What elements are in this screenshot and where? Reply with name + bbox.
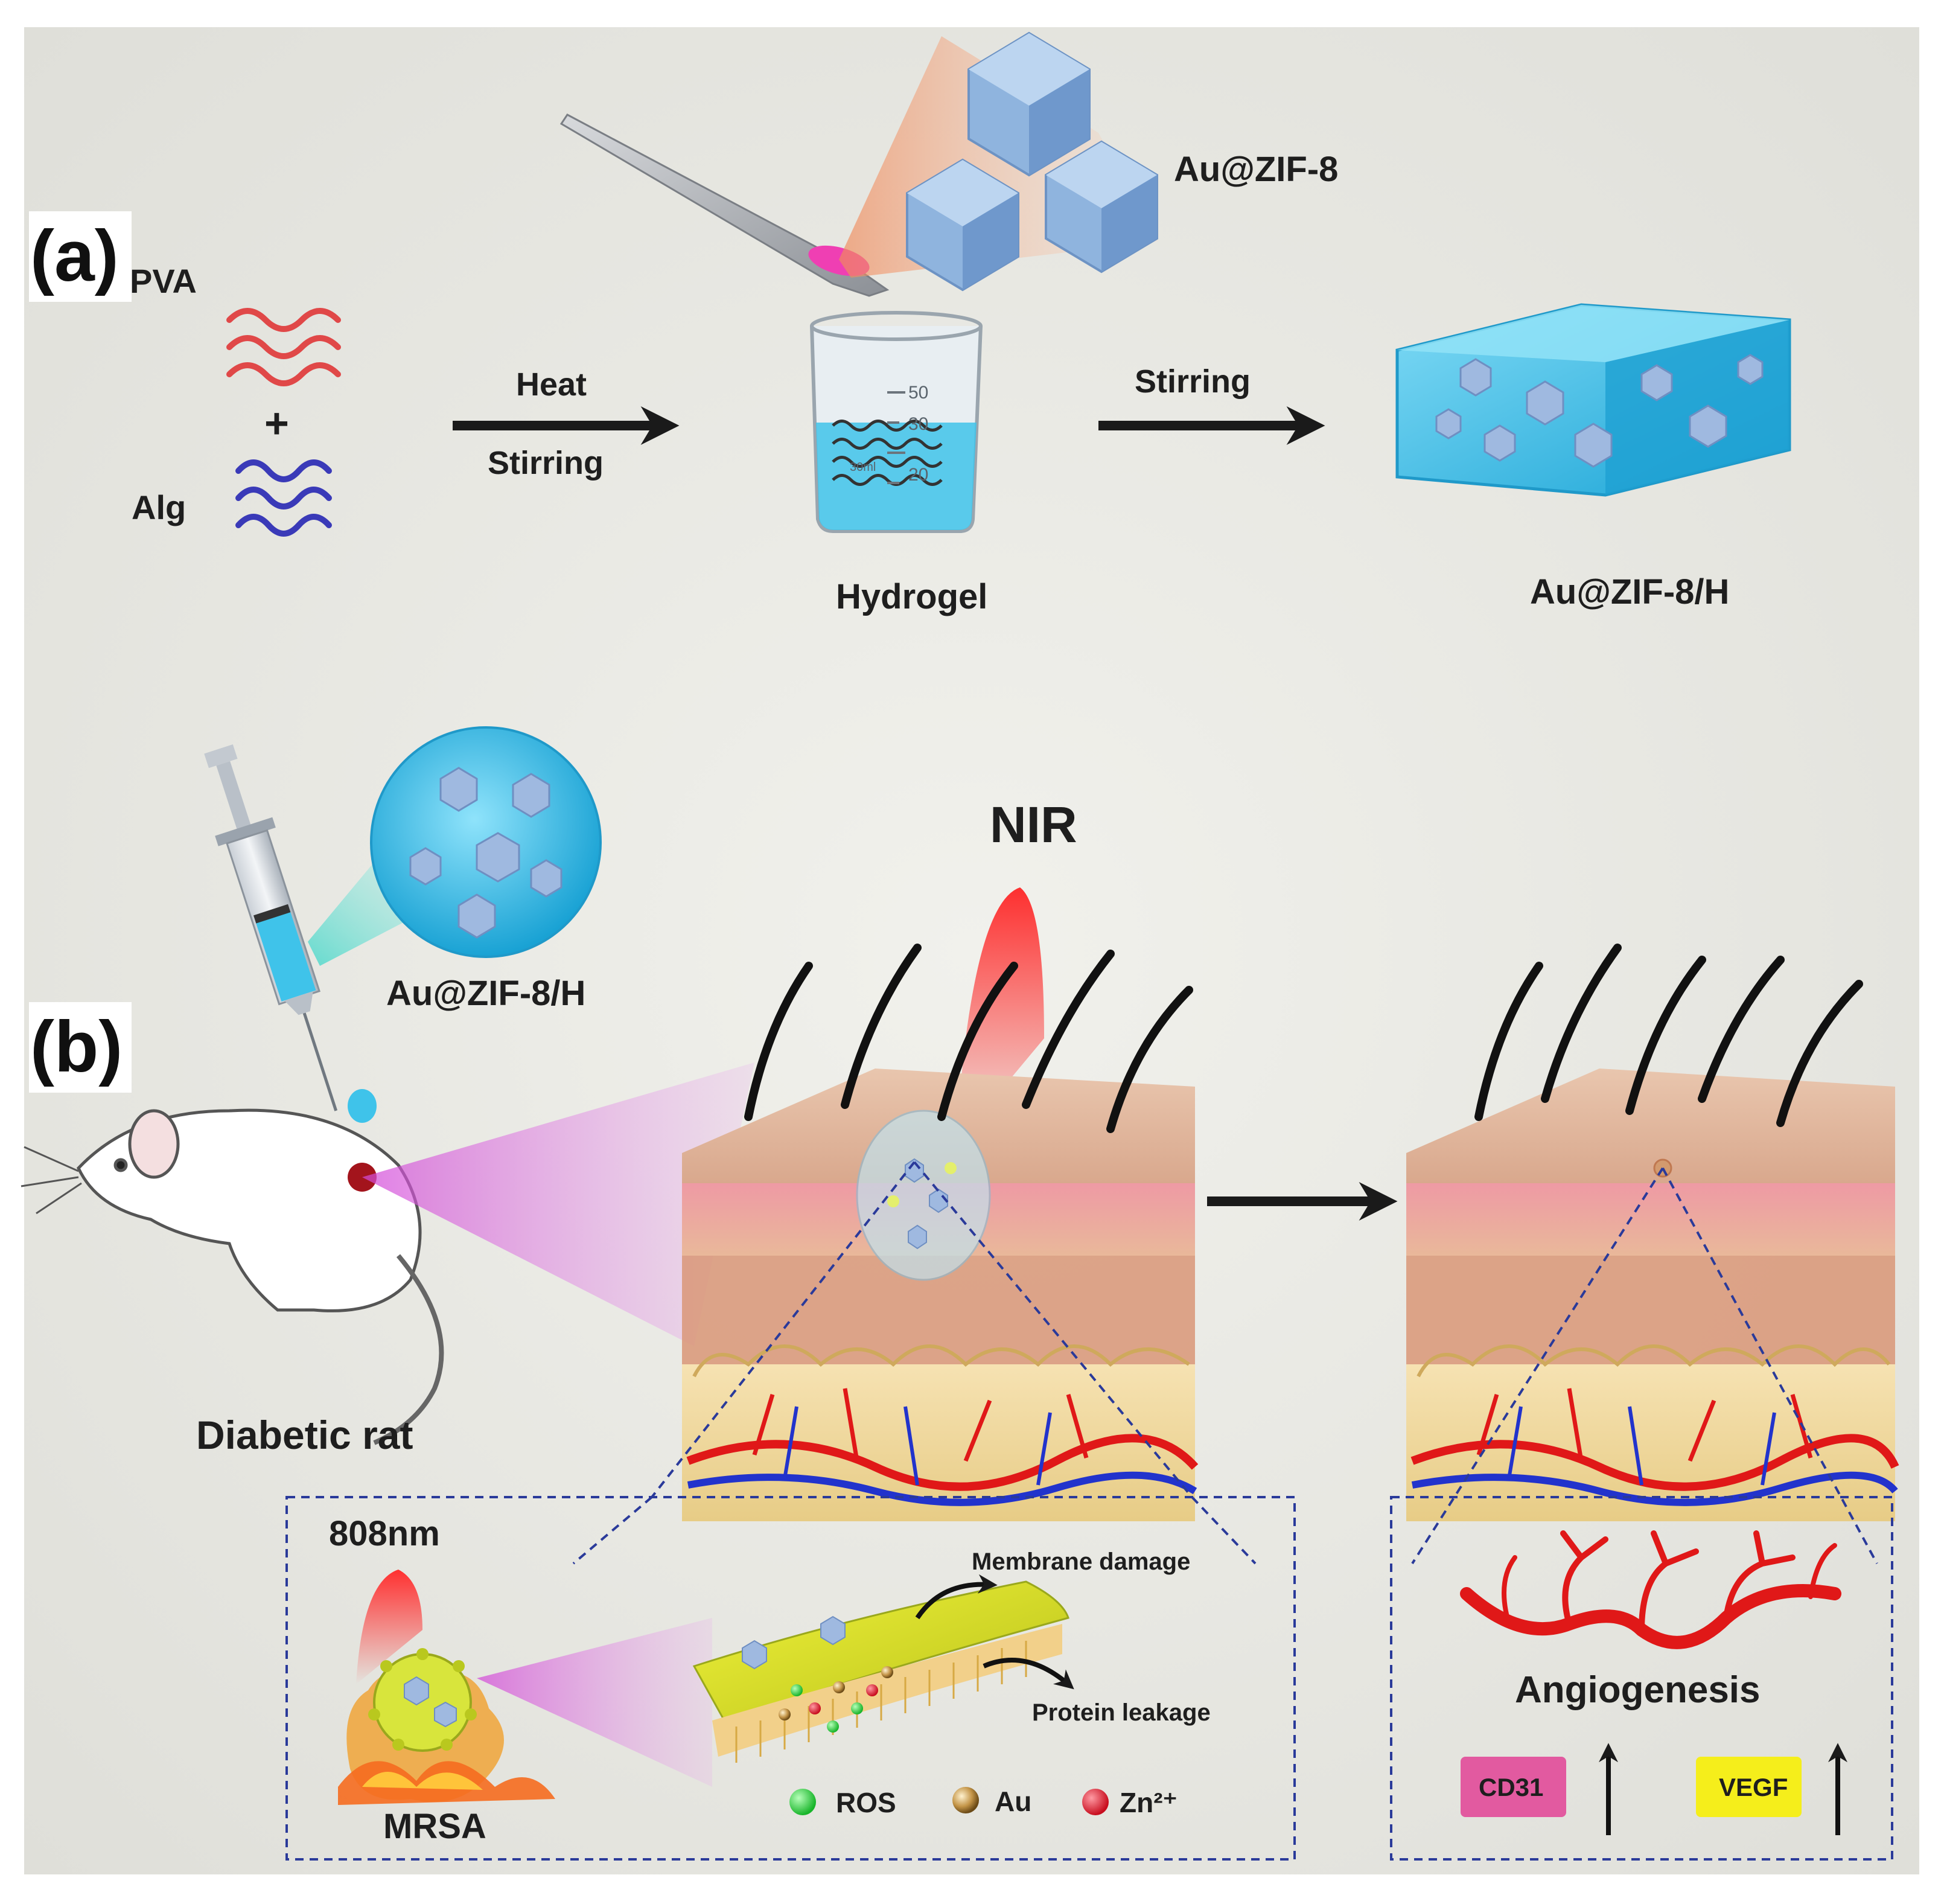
membrane-section [692,1580,1069,1763]
beaker-tick-30: 30 [908,414,928,434]
product-label: Au@ZIF-8/H [1530,572,1729,612]
laser-808-label: 808nm [329,1514,440,1553]
cd31-badge [1461,1757,1566,1817]
laser-beam [356,1570,422,1684]
vegf-badge [1696,1757,1802,1817]
stirring-label-1: Stirring [488,445,604,481]
legend: ROS Au Zn²⁺ [789,1786,1178,1818]
mrsa-bacterium [338,1648,555,1805]
beaker-tick-50: 50 [908,383,928,403]
zoom-crystals [409,767,562,939]
legend-au-label: Au [995,1786,1031,1817]
syringe-icon [204,744,338,1111]
cd31-label: CD31 [1479,1773,1543,1801]
syringe-gel-label: Au@ZIF-8/H [386,974,585,1013]
panel-a-label-box [29,211,132,302]
legend-ros-swatch [789,1789,816,1815]
protein-leakage-label: Protein leakage [1032,1699,1211,1726]
inset-angiogenesis [1390,1496,1893,1861]
arrow-membrane-damage [915,1574,998,1620]
zoom-beam-wound [362,1062,754,1346]
injected-drop [348,1089,377,1123]
zoom-lines-left [572,1161,1257,1565]
panel-a-label: (a) [30,216,119,296]
zoom-beam-membrane [477,1618,712,1787]
zoom-lines-right [1411,1167,1878,1565]
beaker-volume-mark: 30ml [850,461,876,474]
angiogenesis-label: Angiogenesis [1515,1669,1761,1711]
inset-antibacterial [285,1496,1296,1861]
au-zif8-hydrogel-block [1395,303,1791,497]
blood-vessel-icon [1460,1530,1841,1649]
panel-b-label-box [29,1002,132,1093]
beaker-icon: 50 30 20 30ml [810,311,983,533]
legend-ros-label: ROS [836,1787,896,1818]
au-zif8-label: Au@ZIF-8 [1174,150,1338,189]
nir-label: NIR [990,796,1077,853]
stirring-label-2: Stirring [1135,363,1251,400]
legend-zn-label: Zn²⁺ [1120,1787,1178,1818]
pva-label: PVA [130,262,197,300]
pva-polymer-icon [226,308,341,386]
membrane-damage-label: Membrane damage [972,1548,1190,1575]
alg-label: Alg [132,488,186,526]
hydrogel-label: Hydrogel [836,577,987,616]
au-zif8-crystals [906,31,1158,292]
skin-block-wounded [682,944,1199,1521]
legend-zn-swatch [1082,1789,1109,1815]
panel-a: (a) PVA + Alg Heat Stirring [29,31,1791,616]
arrow-protein-leakage [983,1658,1074,1690]
mrsa-label: MRSA [383,1807,486,1846]
vegf-label: VEGF [1719,1773,1788,1801]
alg-polymer-icon [235,459,332,537]
diabetic-rat-label: Diabetic rat [196,1413,413,1457]
beaker-tick-20: 20 [908,465,928,485]
rat-icon [21,1108,444,1445]
heat-label: Heat [516,366,587,403]
panel-b: (b) Au@ZIF-8/H [21,726,1899,1861]
panel-b-label: (b) [30,1006,123,1087]
plus-sign: + [264,400,289,447]
skin-block-healed [1406,944,1899,1521]
legend-au-swatch [952,1787,979,1813]
